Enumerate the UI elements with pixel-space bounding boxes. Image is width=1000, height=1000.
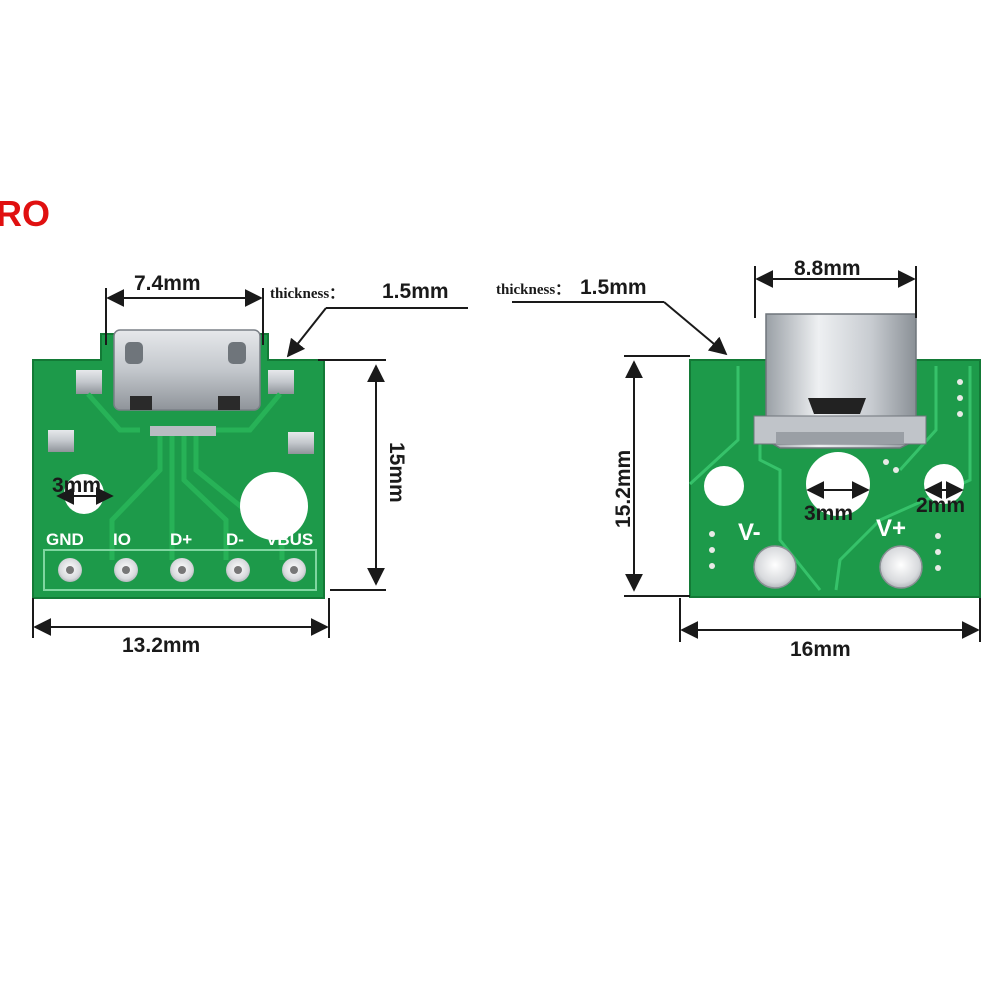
- micro-connector-foot-right: [218, 396, 240, 410]
- micro-connector-slot-right: [228, 342, 246, 364]
- micro-pin-label-gnd: GND: [46, 530, 84, 549]
- micro-tab-left: [76, 370, 102, 394]
- typec-board: V- V+ 8.8mm thickness： 1.5mm 15.2mm: [496, 257, 981, 661]
- micro-pad-right: [288, 432, 314, 454]
- typec-dim-connector-width: [754, 266, 917, 318]
- micro-connector-slot-left: [125, 342, 143, 364]
- micro-hole-label: 3mm: [52, 474, 101, 497]
- micro-mount-hole: [240, 472, 308, 540]
- typec-dim-width: [679, 598, 981, 642]
- micro-dim-connector-width: [105, 288, 264, 345]
- typec-hole-large-label: 3mm: [804, 502, 853, 525]
- typec-connector-tongue: [808, 398, 866, 414]
- micro-pin-row-frame: [43, 549, 317, 591]
- micro-pin-label-vbus: VBUS: [266, 530, 313, 549]
- micro-connector-width-label: 7.4mm: [134, 272, 201, 295]
- typec-thickness-value: 1.5mm: [580, 276, 647, 299]
- typec-connector-width-label: 8.8mm: [794, 257, 861, 280]
- typec-pad-neg: [753, 545, 797, 589]
- micro-thickness-value: 1.5mm: [382, 280, 449, 303]
- micro-height-label: 15mm: [385, 442, 408, 503]
- typec-copper-outline: [688, 366, 972, 591]
- typec-hole-left: [704, 466, 744, 506]
- micro-usb-board: GND IO D+ D- VBUS 7.4mm thickness： 1.5mm…: [32, 272, 468, 657]
- brand-fragment: RO: [0, 193, 50, 234]
- micro-pin-label-dminus: D-: [226, 530, 244, 549]
- micro-pin-label-io: IO: [113, 530, 131, 549]
- micro-tab-right: [268, 370, 294, 394]
- micro-dim-width: [32, 598, 330, 638]
- micro-connector-pins: [150, 426, 216, 436]
- typec-vias: [709, 379, 963, 571]
- typec-height-label: 15.2mm: [612, 450, 635, 528]
- typec-pad-pos-label: V+: [876, 515, 906, 542]
- micro-width-label: 13.2mm: [122, 634, 200, 657]
- micro-connector-body: [113, 329, 261, 411]
- typec-width-label: 16mm: [790, 638, 851, 661]
- typec-thickness-label: thickness：: [496, 282, 570, 298]
- typec-dim-height: [624, 355, 690, 597]
- typec-connector-pins: [776, 432, 904, 444]
- micro-thickness-leader: [286, 307, 468, 358]
- micro-pin-label-dplus: D+: [170, 530, 192, 549]
- micro-pin-pads: [58, 558, 306, 582]
- typec-hole-small-label: 2mm: [916, 494, 965, 517]
- micro-pad-left: [48, 430, 74, 452]
- typec-pad-neg-label: V-: [738, 519, 761, 546]
- typec-thickness-leader: [512, 301, 728, 356]
- micro-connector-foot-left: [130, 396, 152, 410]
- micro-dim-height: [318, 359, 386, 591]
- typec-pad-pos: [879, 545, 923, 589]
- micro-thickness-label: thickness：: [270, 286, 344, 302]
